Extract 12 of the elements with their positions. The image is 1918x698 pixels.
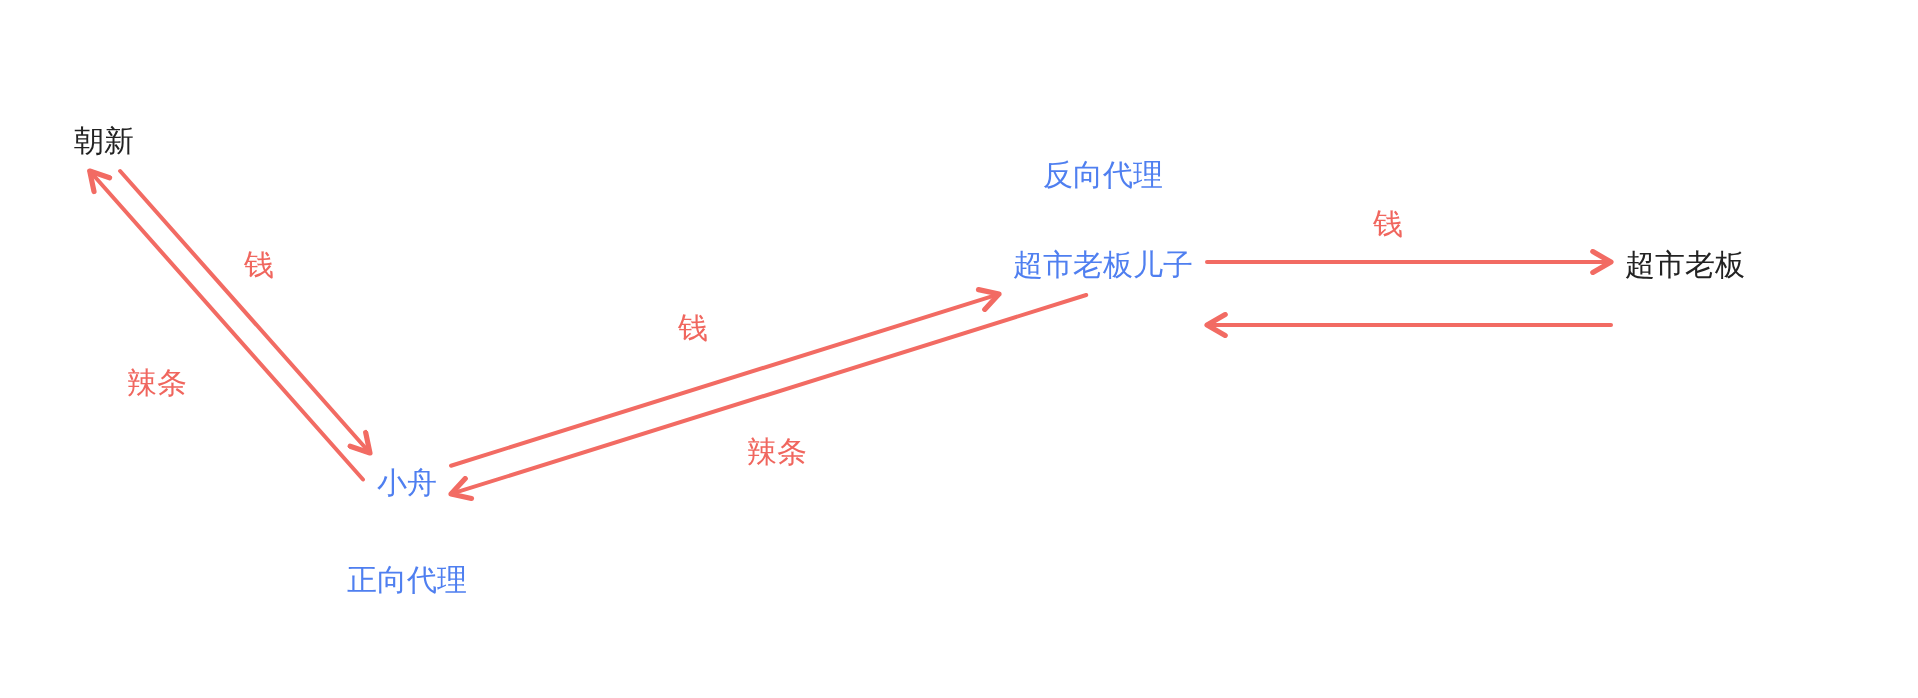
arrow — [1204, 312, 1613, 338]
node-label: 超市老板 — [1625, 247, 1745, 283]
arrow — [449, 287, 1002, 468]
node-label: 正向代理 — [347, 561, 467, 599]
arrow — [87, 168, 365, 482]
arrow — [1205, 249, 1614, 275]
node-label: 反向代理 — [1043, 156, 1163, 194]
arrow — [118, 169, 373, 456]
node-label: 朝新 — [74, 123, 134, 159]
node-label: 超市老板儿子 — [1013, 247, 1193, 283]
arrow — [448, 293, 1089, 502]
node-label: 小舟 — [377, 465, 437, 501]
